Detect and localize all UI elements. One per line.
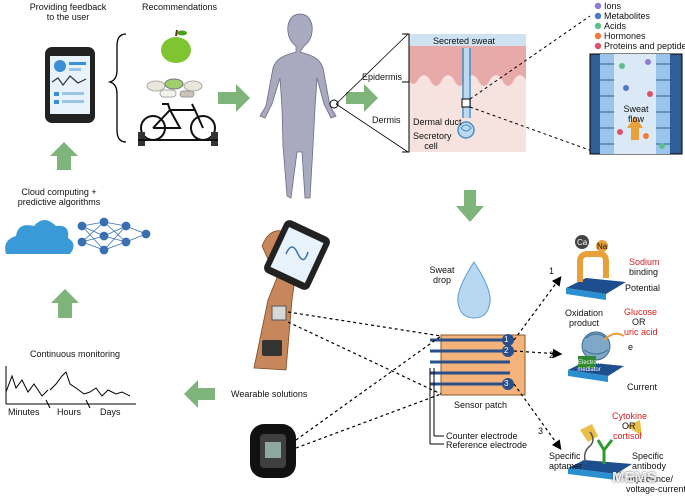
mems-watermark: MEMS xyxy=(612,469,657,486)
patch-number-3: 3 xyxy=(504,379,509,388)
sweat-flow-label: Sweat flow xyxy=(621,104,651,124)
sensor-patch-label: Sensor patch xyxy=(454,400,508,410)
antibody-line-1: Specific xyxy=(632,451,664,461)
wrist-marker xyxy=(329,99,339,109)
oxidation-line-1: Oxidation xyxy=(564,308,604,318)
current-label: Current xyxy=(627,382,658,392)
pathway-number-1: 1 xyxy=(549,266,555,276)
impedance-line-2: voltage-current xyxy=(626,484,685,494)
pills-icon xyxy=(146,78,203,98)
phone-feedback-icon xyxy=(45,47,95,123)
glucose-sensor-illustration xyxy=(568,331,625,382)
legend-item-proteins: Proteins and peptides xyxy=(604,41,685,51)
sweat-flow-line-2: flow xyxy=(627,114,644,124)
hours-label: Hours xyxy=(57,407,82,417)
sweat-drop-icon xyxy=(457,261,491,319)
secreted-sweat-label: Secreted sweat xyxy=(433,36,496,46)
specific-antibody-label: Specific antibody xyxy=(632,451,666,471)
cloud-line-1: Cloud computing + xyxy=(21,187,97,197)
legend-dots xyxy=(594,2,602,50)
reference-electrode-label: Reference electrode xyxy=(446,440,528,450)
recommendations-label: Recommendations xyxy=(142,2,218,12)
binding-label: binding xyxy=(629,267,659,277)
glucose-label: Glucose xyxy=(624,307,658,317)
specific-aptamer-label: Specific aptamer xyxy=(549,451,582,471)
continuous-monitoring-label: Continuous monitoring xyxy=(30,349,121,359)
sweat-drop-line-2: drop xyxy=(432,275,451,285)
flow-arrows xyxy=(50,84,484,408)
aptamer-line-1: Specific xyxy=(549,451,581,461)
patch-number-1: 1 xyxy=(504,335,509,344)
skin-cross-section xyxy=(409,34,526,152)
feedback-line-2: to the user xyxy=(46,12,90,22)
sweat-drop-line-1: Sweat xyxy=(429,265,455,275)
patch-number-2: 2 xyxy=(504,346,509,355)
sensor-patch xyxy=(429,334,526,445)
secretory-cell-line-1: Secretory xyxy=(413,131,452,141)
mediator-line-1: Electron xyxy=(577,360,600,366)
or-label-1: OR xyxy=(632,317,646,327)
cloud-line-2: predictive algorithms xyxy=(17,197,101,207)
cortisol-sensor-illustration xyxy=(568,420,642,480)
antibody-line-2: antibody xyxy=(632,461,667,471)
apple-icon xyxy=(161,29,191,63)
minutes-label: Minutes xyxy=(8,407,40,417)
human-body-icon xyxy=(259,13,337,199)
sweat-flow-line-1: Sweat xyxy=(623,104,649,114)
mediator-line-2: mediator xyxy=(577,367,601,373)
uric-acid-label: uric acid xyxy=(624,327,658,337)
electron-label: e xyxy=(628,342,634,352)
counter-electrode-label: Counter electrode xyxy=(446,431,518,441)
wearable-solutions-label: Wearable solutions xyxy=(231,389,308,399)
impedance-line-1: Impedance/ xyxy=(626,474,674,484)
electron-mediator-label: Electron mediator xyxy=(576,360,602,374)
monitoring-plot xyxy=(5,366,136,409)
legend-item-acids: Acids xyxy=(604,21,627,31)
feedback-line-1: Providing feedback xyxy=(29,2,107,12)
sweat-drop-label: Sweat drop xyxy=(424,265,460,285)
or-label-2: OR xyxy=(622,421,636,431)
impedance-label: Impedance/ voltage-current xyxy=(626,474,685,494)
oxidation-line-2: product xyxy=(568,318,600,328)
cloud-icon xyxy=(5,220,74,254)
potential-label: Potential xyxy=(625,283,661,293)
sweat-duct-detail xyxy=(589,53,683,155)
sodium-label: Sodium xyxy=(629,257,660,267)
dermis-label: Dermis xyxy=(372,115,401,125)
sodium-sensor-illustration xyxy=(566,235,626,300)
oxidation-product-label: Oxidation product xyxy=(562,308,606,328)
days-label: Days xyxy=(100,407,121,417)
arm-with-phone-icon xyxy=(253,220,330,371)
aptamer-line-2: aptamer xyxy=(549,461,583,471)
brace-shape xyxy=(107,33,127,143)
legend-item-hormones: Hormones xyxy=(604,31,646,41)
cortisol-label: cortisol xyxy=(613,431,642,441)
ca-ion-label: Ca xyxy=(577,238,588,247)
cytokine-label: Cytokine xyxy=(612,411,648,421)
dotted-connectors xyxy=(287,276,563,450)
na-ion-label: Na xyxy=(597,242,608,251)
epidermis-label: Epidermis xyxy=(362,72,403,82)
pathway-number-3: 3 xyxy=(538,426,544,436)
smartwatch-icon xyxy=(250,424,296,478)
legend-item-metabolites: Metabolites xyxy=(604,11,651,21)
pathway-number-2: 2 xyxy=(549,350,555,360)
secretory-cell-label: Secretory cell xyxy=(413,131,452,151)
feedback-label: Providing feedback to the user xyxy=(18,2,118,22)
cloud-computing-label: Cloud computing + predictive algorithms xyxy=(4,187,114,207)
secretory-cell-line-2: cell xyxy=(424,141,438,151)
legend-item-ions: Ions xyxy=(604,1,622,11)
bike-trainer-icon xyxy=(138,103,218,146)
dermal-duct-label: Dermal duct xyxy=(413,117,462,127)
neural-network-icon xyxy=(77,217,151,255)
